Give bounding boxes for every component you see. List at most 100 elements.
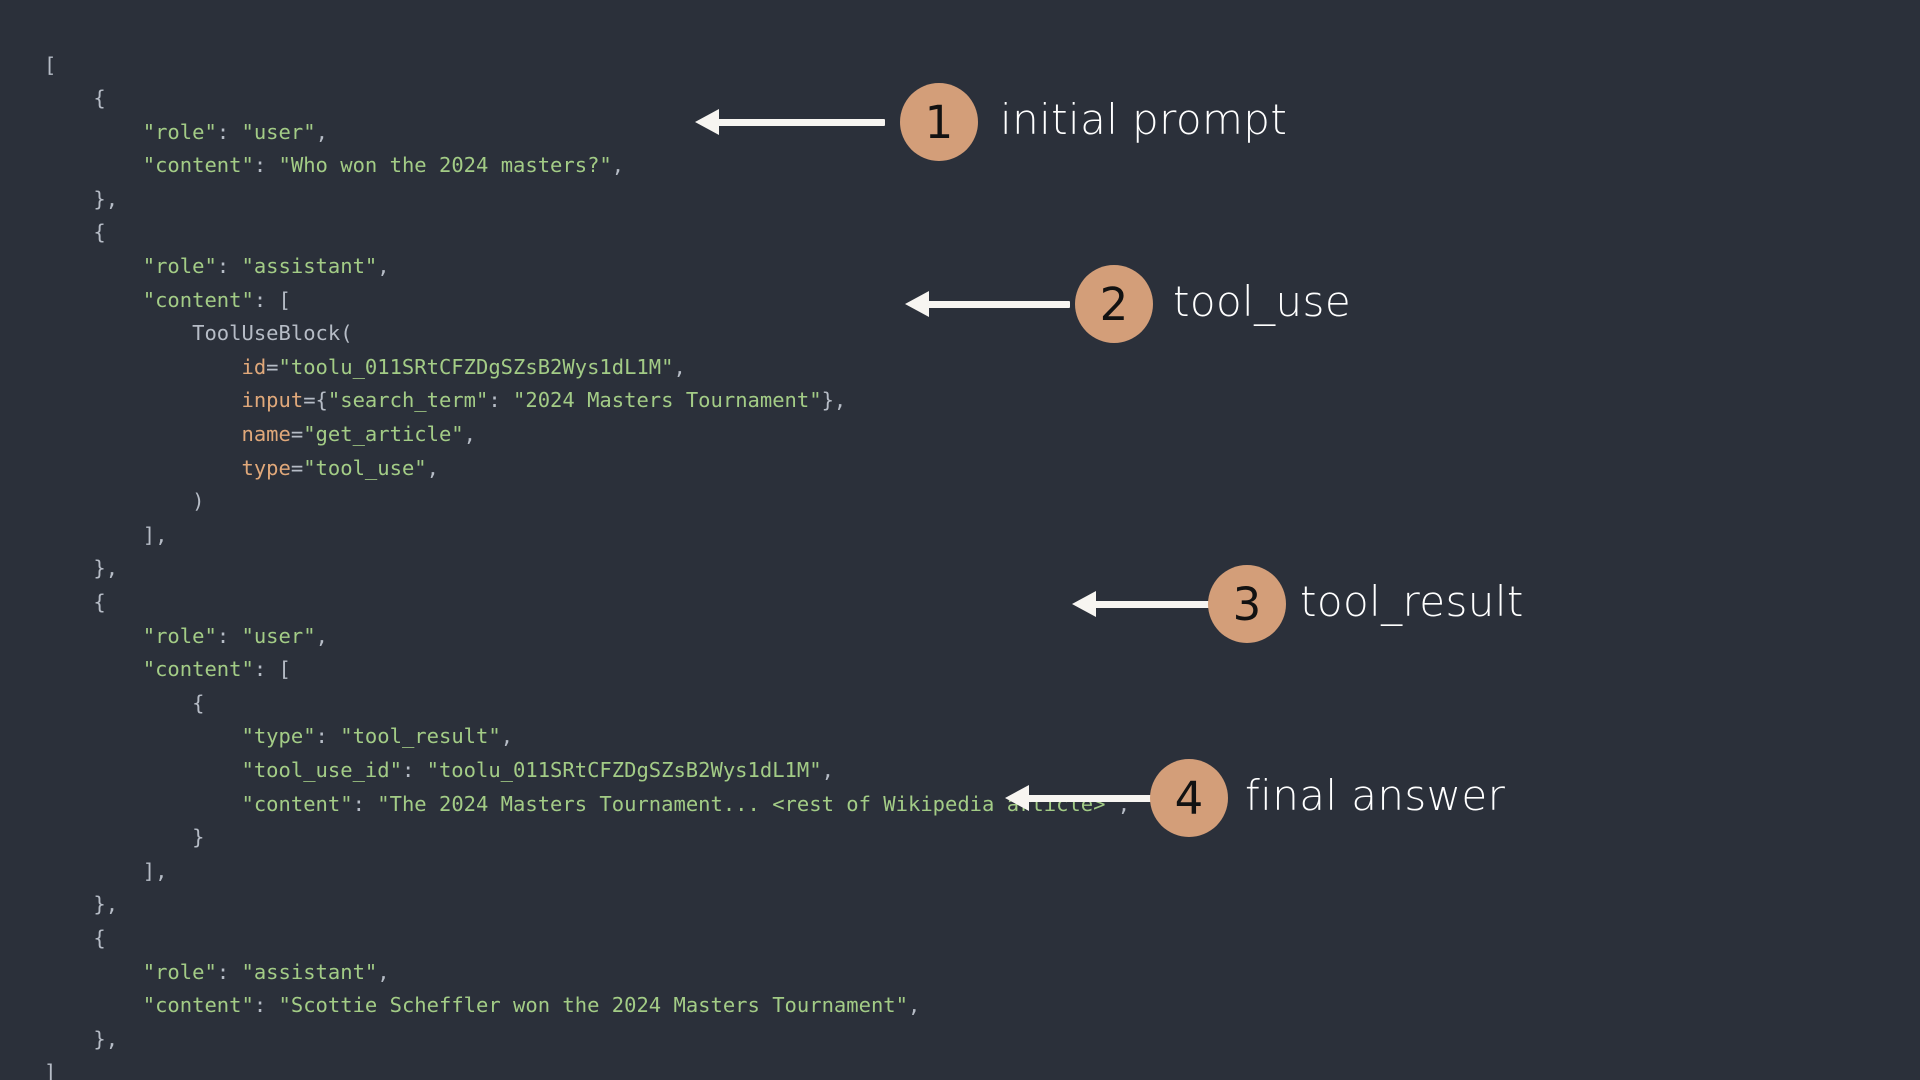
code-line: name="get_article", bbox=[44, 418, 1130, 452]
code-token: "role" bbox=[142, 254, 217, 279]
code-token: { bbox=[93, 925, 106, 950]
code-token: "type" bbox=[241, 724, 316, 749]
code-token: "tool_use" bbox=[303, 455, 427, 480]
code-token: "tool_result" bbox=[340, 724, 501, 749]
code-token: "Scottie Scheffler won the 2024 Masters … bbox=[278, 993, 908, 1018]
code-line: "role": "assistant", bbox=[44, 956, 1130, 990]
code-token: : bbox=[315, 724, 341, 749]
code-token: , bbox=[377, 254, 390, 279]
code-token: , bbox=[500, 724, 514, 749]
code-token: : bbox=[216, 959, 242, 984]
code-token: : bbox=[216, 254, 242, 279]
code-line: }, bbox=[44, 888, 1130, 922]
code-token: ], bbox=[142, 522, 168, 547]
code-line: id="toolu_011SRtCFZDgSZsB2Wys1dL1M", bbox=[44, 351, 1130, 385]
code-token: ], bbox=[142, 858, 168, 883]
code-token: "user" bbox=[241, 623, 316, 648]
code-indent bbox=[44, 926, 93, 950]
code-token: type bbox=[241, 455, 291, 480]
code-token: : bbox=[253, 153, 279, 178]
code-token: { bbox=[93, 86, 106, 111]
code-indent bbox=[44, 758, 241, 782]
code-line: [ bbox=[44, 49, 1130, 83]
code-token: : bbox=[253, 993, 279, 1018]
code-indent bbox=[44, 624, 143, 648]
code-line: ToolUseBlock( bbox=[44, 317, 1130, 351]
code-token: }, bbox=[93, 186, 119, 211]
code-line: "tool_use_id": "toolu_011SRtCFZDgSZsB2Wy… bbox=[44, 754, 1130, 788]
code-line: { bbox=[44, 922, 1130, 956]
code-indent bbox=[44, 1027, 93, 1051]
code-token: : bbox=[401, 757, 427, 782]
step-label: tool_result bbox=[1300, 577, 1524, 626]
arrow-head-icon bbox=[695, 109, 719, 135]
code-line: "type": "tool_result", bbox=[44, 720, 1130, 754]
code-token: "tool_use_id" bbox=[241, 757, 402, 782]
code-token: { bbox=[93, 220, 106, 245]
code-indent bbox=[44, 724, 241, 748]
code-token: : bbox=[216, 623, 242, 648]
callout-arrow-icon bbox=[905, 291, 1070, 317]
code-indent bbox=[44, 993, 143, 1017]
code-indent bbox=[44, 590, 93, 614]
step-badge: 1 bbox=[900, 83, 978, 161]
code-line: "content": [ bbox=[44, 284, 1130, 318]
code-line: { bbox=[44, 216, 1130, 250]
code-token: ={ bbox=[303, 388, 328, 413]
code-token: "content" bbox=[241, 791, 353, 816]
code-token: "role" bbox=[142, 959, 217, 984]
code-line: { bbox=[44, 82, 1130, 116]
code-indent bbox=[44, 489, 192, 513]
code-token: }, bbox=[93, 1026, 119, 1051]
code-indent bbox=[44, 691, 192, 715]
code-indent bbox=[44, 288, 143, 312]
callout-arrow-icon bbox=[695, 109, 885, 135]
code-token: "assistant" bbox=[241, 959, 378, 984]
code-token: : [ bbox=[253, 657, 291, 682]
code-indent bbox=[44, 792, 241, 816]
code-indent bbox=[44, 120, 143, 144]
code-token: = bbox=[290, 455, 304, 480]
code-token: ] bbox=[44, 1060, 57, 1080]
code-token: name bbox=[241, 422, 291, 447]
code-indent bbox=[44, 187, 93, 211]
code-token: , bbox=[821, 757, 834, 782]
code-token: "Who won the 2024 masters?" bbox=[278, 153, 612, 178]
step-badge: 4 bbox=[1150, 759, 1228, 837]
step-label: tool_use bbox=[1173, 277, 1352, 326]
code-token: "toolu_011SRtCFZDgSZsB2Wys1dL1M" bbox=[278, 354, 674, 379]
code-indent bbox=[44, 825, 192, 849]
code-token: }, bbox=[93, 892, 119, 917]
code-indent bbox=[44, 657, 143, 681]
callout-arrow-icon bbox=[1072, 591, 1212, 617]
code-token: }, bbox=[821, 388, 847, 413]
code-line: "role": "assistant", bbox=[44, 250, 1130, 284]
step-label: initial prompt bbox=[1000, 95, 1288, 144]
code-indent bbox=[44, 86, 93, 110]
code-indent bbox=[44, 960, 143, 984]
code-token: id bbox=[241, 354, 267, 379]
code-token: , bbox=[611, 153, 625, 178]
step-badge: 3 bbox=[1208, 565, 1286, 643]
code-indent bbox=[44, 523, 143, 547]
code-line: }, bbox=[44, 552, 1130, 586]
code-token: "toolu_011SRtCFZDgSZsB2Wys1dL1M" bbox=[426, 757, 822, 782]
code-token: : bbox=[216, 119, 242, 144]
arrow-shaft bbox=[1027, 795, 1155, 802]
code-token: [ bbox=[44, 52, 57, 77]
code-token: "get_article" bbox=[303, 422, 464, 447]
callout-arrow-icon bbox=[1005, 785, 1155, 811]
code-line: type="tool_use", bbox=[44, 452, 1130, 486]
code-line: { bbox=[44, 687, 1130, 721]
code-token: = bbox=[266, 354, 279, 379]
code-line: ], bbox=[44, 855, 1130, 889]
code-indent bbox=[44, 220, 93, 244]
code-indent bbox=[44, 556, 93, 580]
code-token: input bbox=[241, 388, 304, 413]
code-indent bbox=[44, 153, 143, 177]
code-token: : bbox=[488, 388, 514, 413]
code-line: "content": "Who won the 2024 masters?", bbox=[44, 149, 1130, 183]
code-line: ], bbox=[44, 519, 1130, 553]
code-indent bbox=[44, 355, 241, 379]
arrow-shaft bbox=[1094, 601, 1212, 608]
